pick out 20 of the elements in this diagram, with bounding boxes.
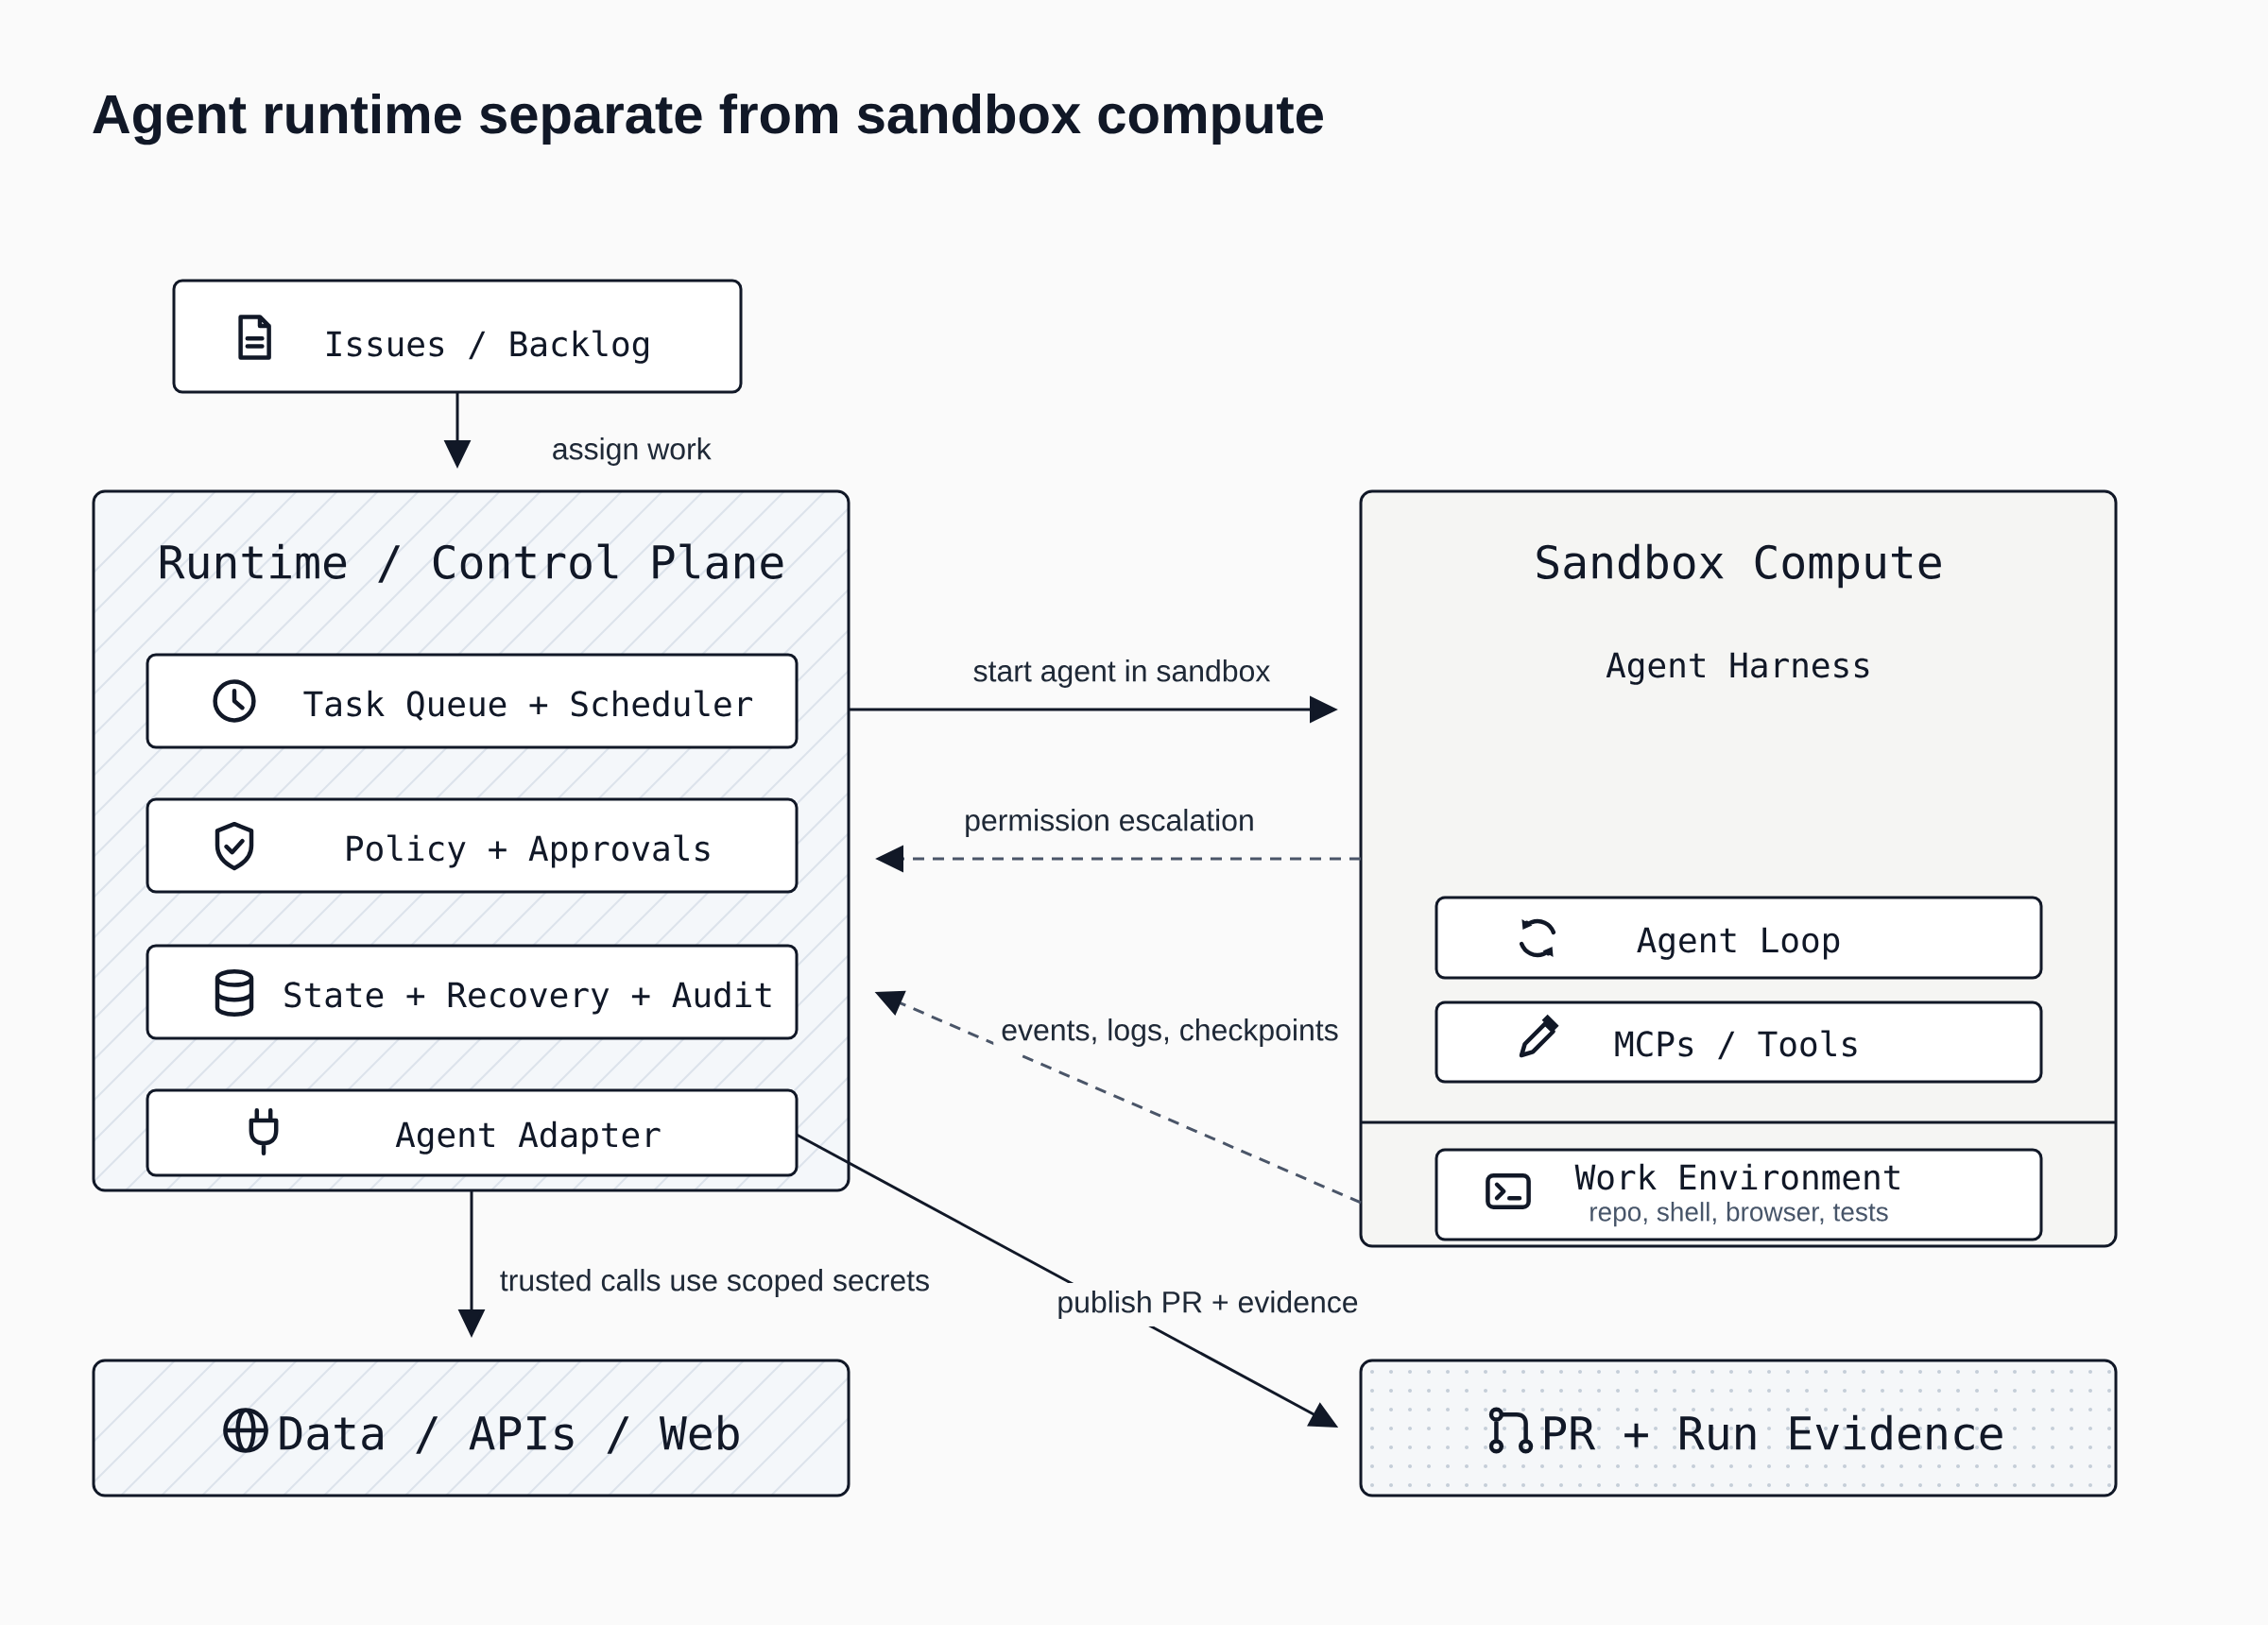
edge-label: trusted calls use scoped secrets: [491, 1261, 938, 1305]
process-box: State + Recovery + Audit: [146, 944, 799, 1040]
edge-label: start agent in sandbox: [965, 652, 1279, 695]
dotted-box: PR + Run Evidence: [1359, 1359, 2118, 1497]
edge-label: events, logs, checkpoints: [993, 1011, 1347, 1054]
hatched-box: Data / APIs / Web: [92, 1359, 850, 1497]
process-box: Work Environment repo, shell, browser, tests: [1435, 1148, 2043, 1241]
section-heading: Agent Harness: [1606, 652, 1869, 685]
process-box: Task Queue + Scheduler: [146, 653, 799, 749]
edge-label: assign work: [543, 430, 719, 473]
process-box: Agent Loop: [1435, 896, 2043, 980]
edge-label: permission escalation: [956, 801, 1263, 845]
panel-title: Runtime / Control Plane: [161, 543, 783, 583]
process-box: Issues / Backlog: [172, 279, 743, 394]
edge-label: publish PR + evidence: [1049, 1283, 1366, 1326]
process-box: Policy + Approvals: [146, 797, 799, 894]
process-box: Agent Adapter: [146, 1088, 799, 1177]
panel-title: Sandbox Compute: [1537, 543, 1941, 589]
diagram-title: Agent runtime separate from sandbox compute: [93, 93, 1323, 145]
process-box: MCPs / Tools: [1435, 1001, 2043, 1084]
